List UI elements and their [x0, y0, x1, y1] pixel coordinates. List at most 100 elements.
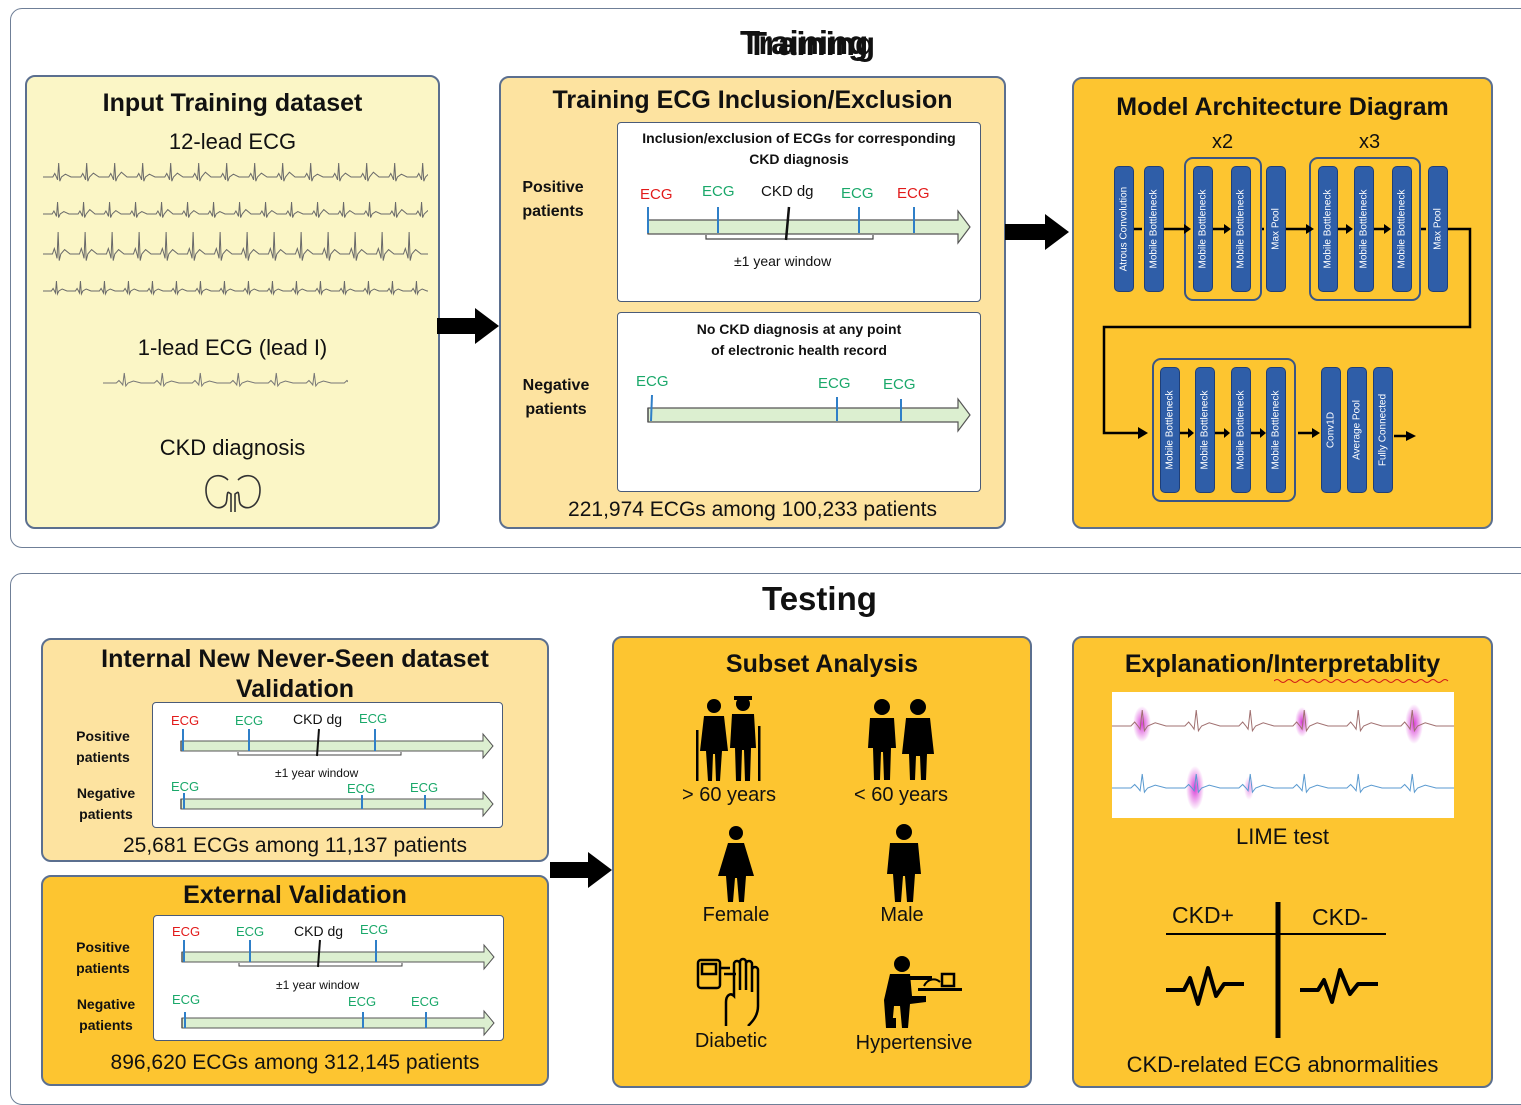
pos-ecg-2: ECG [702, 183, 735, 200]
external-title: External Validation [183, 881, 407, 909]
arrow-input-to-inclusion [437, 308, 499, 344]
mobile-bottleneck-block: Mobile Bottleneck [1354, 166, 1374, 292]
external-validation-panel: External Validation Positive patients Ne… [41, 875, 549, 1086]
internal-timelines [180, 728, 494, 818]
lime-label: LIME test [1236, 824, 1329, 849]
pos-ecg-1: ECG [640, 186, 673, 203]
neg-ecg-3: ECG [883, 376, 916, 393]
fully-connected-block: Fully Connected [1373, 367, 1393, 493]
ext-pos-ecg-3: ECG [360, 922, 389, 937]
average-pool-block: Average Pool [1347, 367, 1367, 493]
int-pos-ecg-1: ECG [171, 713, 200, 728]
max-pool-block: Max Pool [1428, 166, 1448, 292]
ext-window-label: ±1 year window [276, 978, 360, 992]
pos-ecg-4: ECG [897, 185, 930, 202]
pos-ecg-3: ECG [841, 185, 874, 202]
int-pos-ecg-2: ECG [235, 713, 264, 728]
internal-title: Internal New Never-Seen dataset Validati… [101, 645, 489, 703]
mobile-bottleneck-block: Mobile Bottleneck [1392, 166, 1412, 292]
inclusion-panel: Training ECG Inclusion/Exclusion Positiv… [499, 76, 1006, 529]
positive-timeline [647, 206, 971, 245]
glucometer-icon [696, 957, 760, 1026]
x4-group [1152, 358, 1296, 502]
negative-patients-label: Negative patients [522, 377, 590, 418]
ckd-pos-label: CKD+ [1172, 902, 1234, 928]
neg-ecg-1: ECG [636, 373, 669, 390]
input-dataset-panel: Input Training dataset 12-lead ECG 1-lea… [25, 75, 440, 529]
int-pos-ckd-dg: CKD dg [293, 711, 343, 727]
ckd-label: CKD diagnosis [159, 435, 306, 460]
ecg12-trace [43, 162, 428, 296]
internal-negative-label: Negative patients [76, 785, 136, 822]
external-negative-label: Negative patients [76, 996, 136, 1033]
ext-neg-ecg-2: ECG [348, 994, 377, 1009]
ext-pos-ecg-2: ECG [236, 924, 265, 939]
ext-neg-ecg-1: ECG [172, 992, 201, 1007]
int-neg-ecg-3: ECG [410, 780, 439, 795]
atrous-conv-block: Atrous Convolution [1114, 166, 1134, 292]
mobile-bottleneck-block: Mobile Bottleneck [1266, 367, 1286, 493]
ecg12-label: 12-lead ECG [168, 129, 297, 154]
inclusion-title: Training ECG Inclusion/Exclusion [552, 86, 953, 114]
training-title-text: Training [740, 24, 869, 61]
ckd-comparison-table [1166, 902, 1386, 1038]
blood-pressure-icon [884, 956, 962, 1028]
positive-box-title: Inclusion/exclusion of ECGs for correspo… [642, 130, 956, 167]
int-pos-ecg-3: ECG [359, 711, 388, 726]
max-pool-block: Max Pool [1266, 166, 1286, 292]
explanation-panel: Explanation/Interpretablity LIME test CK… [1072, 636, 1493, 1088]
title-spellcheck-underline [1274, 679, 1449, 683]
negative-timeline-box: No CKD diagnosis at any point of electro… [617, 312, 981, 492]
mobile-bottleneck-block: Mobile Bottleneck [1193, 166, 1213, 292]
young-couple-icon [868, 699, 934, 780]
positive-patients-label: Positive patients [522, 179, 584, 220]
conv1d-block: Conv1D [1321, 367, 1341, 493]
male-icon [887, 824, 921, 902]
arrow-inclusion-to-model [1005, 214, 1069, 250]
lime-ecg-image [1112, 692, 1491, 818]
model-title: Model Architecture Diagram [1116, 93, 1449, 121]
subset-title: Subset Analysis [725, 650, 919, 678]
internal-summary: 25,681 ECGs among 11,137 patients [122, 834, 467, 857]
pos-window-label: ±1 year window [734, 253, 832, 269]
female-icon [718, 826, 754, 902]
ext-neg-ecg-3: ECG [411, 994, 440, 1009]
int-neg-ecg-2: ECG [347, 781, 376, 796]
negative-box-title: No CKD diagnosis at any point of electro… [696, 321, 902, 358]
mobile-bottleneck-block: Mobile Bottleneck [1231, 166, 1251, 292]
repeat-x3: x3 [1359, 131, 1381, 153]
explanation-title: Explanation/Interpretablity [1124, 650, 1441, 678]
external-timeline-box: ECG ECG CKD dg ECG ±1 year window ECG EC… [153, 915, 504, 1041]
mobile-bottleneck-block: Mobile Bottleneck [1195, 367, 1215, 493]
model-flow-arrows [1102, 224, 1472, 441]
external-timelines [181, 939, 495, 1037]
arrow-validation-to-subset [550, 852, 612, 888]
mobile-bottleneck-block: Mobile Bottleneck [1231, 367, 1251, 493]
external-positive-label: Positive patients [76, 939, 130, 976]
mobile-bottleneck-block: Mobile Bottleneck [1144, 166, 1164, 292]
external-summary: 896,620 ECGs among 312,145 patients [110, 1051, 480, 1074]
training-summary: 221,974 ECGs among 100,233 patients [568, 498, 937, 521]
model-architecture-panel: Model Architecture Diagram x2 x3 Atrous … [1072, 77, 1493, 529]
mobile-bottleneck-block: Mobile Bottleneck [1160, 367, 1180, 493]
negative-timeline [647, 394, 971, 433]
hypertensive-label: Hypertensive [855, 1032, 973, 1054]
ecg1-trace [103, 372, 348, 388]
pos-ckd-dg: CKD dg [761, 183, 814, 200]
male-label: Male [880, 904, 924, 926]
testing-title: Testing [762, 580, 877, 617]
ext-pos-ecg-1: ECG [172, 924, 201, 939]
repeat-x2: x2 [1212, 131, 1234, 153]
over60-label: > 60 years [682, 784, 776, 806]
explanation-footer: CKD-related ECG abnormalities [1126, 1052, 1439, 1077]
neg-ecg-2: ECG [818, 375, 851, 392]
internal-validation-panel: Internal New Never-Seen dataset Validati… [41, 638, 549, 862]
elderly-couple-icon [696, 696, 761, 781]
female-label: Female [702, 904, 770, 926]
mobile-bottleneck-block: Mobile Bottleneck [1318, 166, 1338, 292]
under60-label: < 60 years [854, 784, 948, 806]
internal-timeline-box: ECG ECG CKD dg ECG ±1 year window ECG EC… [152, 702, 503, 828]
input-dataset-title: Input Training dataset [102, 89, 363, 117]
ext-pos-ckd-dg: CKD dg [294, 923, 344, 939]
int-neg-ecg-1: ECG [171, 779, 200, 794]
